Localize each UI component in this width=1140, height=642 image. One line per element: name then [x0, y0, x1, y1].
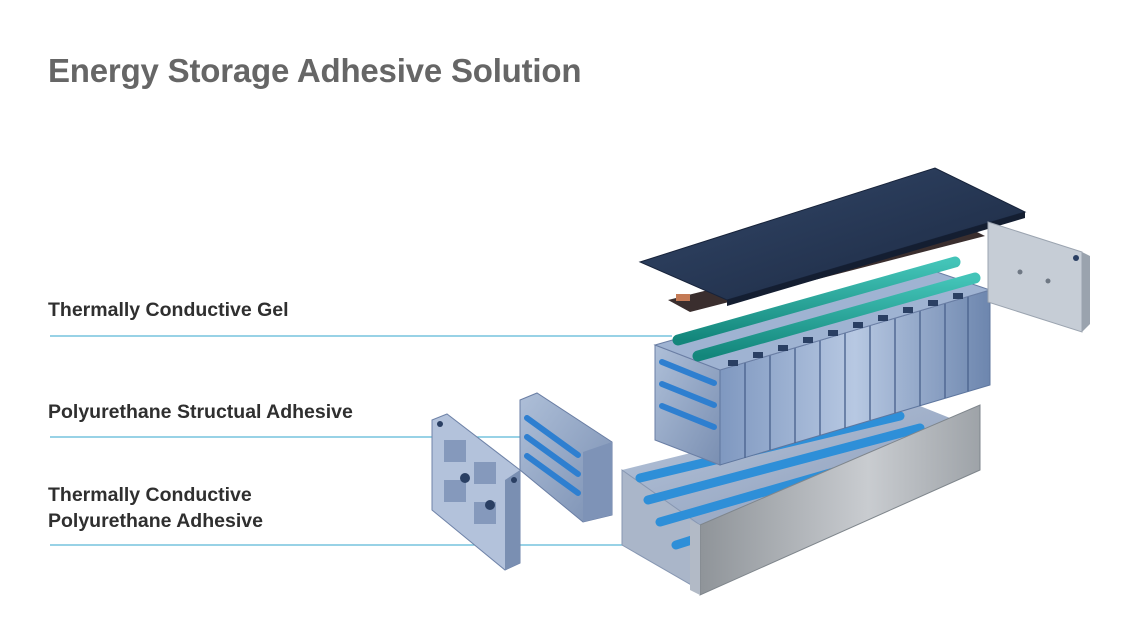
label-thermally-conductive-polyurethane-adhesive: Thermally Conductive Polyurethane Adhesi… [48, 482, 263, 534]
label-thermally-conductive-gel: Thermally Conductive Gel [48, 299, 289, 321]
page-title: Energy Storage Adhesive Solution [48, 52, 582, 89]
battery-cell-module [653, 256, 992, 466]
end-plate-adhesive-strips [659, 359, 717, 430]
label-line-1: Thermally Conductive [48, 484, 252, 506]
thermal-gel-strips [672, 256, 981, 362]
structural-adhesive-side-plate [519, 392, 613, 523]
label-line-2: Polyurethane Adhesive [48, 510, 263, 532]
bottom-tray [621, 400, 981, 596]
top-lid [638, 167, 1027, 306]
right-end-plate [987, 221, 1090, 333]
left-end-plate [431, 413, 521, 571]
label-polyurethane-structural-adhesive: Polyurethane Structual Adhesive [48, 401, 353, 423]
structural-adhesive-strips [524, 415, 581, 496]
